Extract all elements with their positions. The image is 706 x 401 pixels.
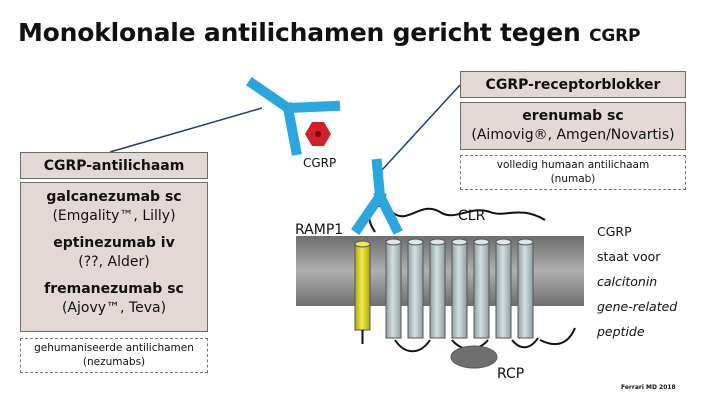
rcp-label: RCP bbox=[497, 366, 525, 382]
note-line: (numab) bbox=[550, 173, 596, 185]
fully-human-antibody-note: volledig humaan antilichaam (numab) bbox=[460, 155, 686, 190]
connector-line-right bbox=[381, 84, 461, 171]
ramp1-label: RAMP1 bbox=[295, 222, 344, 238]
page-title: Monoklonale antilichamen gericht tegen C… bbox=[18, 18, 640, 47]
drug-maker: (Ajovy™, Teva) bbox=[61, 300, 167, 316]
drug-name: erenumab sc bbox=[522, 108, 624, 124]
drug-maker: (Aimovig®, Amgen/Novartis) bbox=[471, 127, 675, 143]
drug-maker: (??, Alder) bbox=[78, 254, 150, 270]
definition-line: peptide bbox=[597, 324, 645, 339]
definition-line: staat voor bbox=[597, 249, 661, 264]
cgrp-receptor-blocker-header: CGRP-receptorblokker bbox=[460, 71, 686, 98]
antibody-icon-free bbox=[246, 77, 341, 156]
note-line: volledig humaan antilichaam bbox=[496, 159, 650, 171]
note-line: gehumaniseerde antilichamen bbox=[34, 342, 194, 354]
definition-line: calcitonin bbox=[597, 274, 658, 289]
title-main: Monoklonale antilichamen gericht tegen bbox=[18, 18, 581, 47]
definition-line: gene-related bbox=[597, 299, 678, 314]
erenumab-box: erenumab sc (Aimovig®, Amgen/Novartis) bbox=[460, 102, 686, 150]
ramp1-helix bbox=[354, 240, 371, 344]
drug-name: eptinezumab iv bbox=[53, 235, 175, 251]
definition-line: CGRP bbox=[597, 224, 632, 239]
clr-tail bbox=[539, 327, 576, 346]
drug-maker: (Emgality™, Lilly) bbox=[52, 208, 176, 224]
title-suffix: CGRP bbox=[589, 26, 641, 46]
antibody-icon-bound bbox=[351, 158, 403, 235]
drug-name: fremanezumab sc bbox=[44, 281, 184, 297]
cgrp-antibody-drug-list: galcanezumab sc (Emgality™, Lilly) eptin… bbox=[20, 182, 208, 332]
clr-helices bbox=[385, 238, 534, 339]
note-line: (nezumabs) bbox=[82, 356, 146, 368]
connector-line-left bbox=[109, 107, 263, 153]
drug-name: galcanezumab sc bbox=[46, 189, 182, 205]
cgrp-dot-icon bbox=[315, 131, 321, 137]
clr-label: CLR bbox=[458, 208, 486, 224]
cgrp-antibody-header: CGRP-antilichaam bbox=[20, 152, 208, 179]
credit-text: Ferrari MD 2018 bbox=[621, 384, 676, 391]
rcp-ellipse bbox=[450, 345, 498, 369]
cgrp-label: CGRP bbox=[303, 156, 337, 170]
humanized-antibody-note: gehumaniseerde antilichamen (nezumabs) bbox=[20, 338, 208, 373]
cgrp-definition: CGRP staat voor calcitonin gene-related … bbox=[597, 219, 677, 344]
